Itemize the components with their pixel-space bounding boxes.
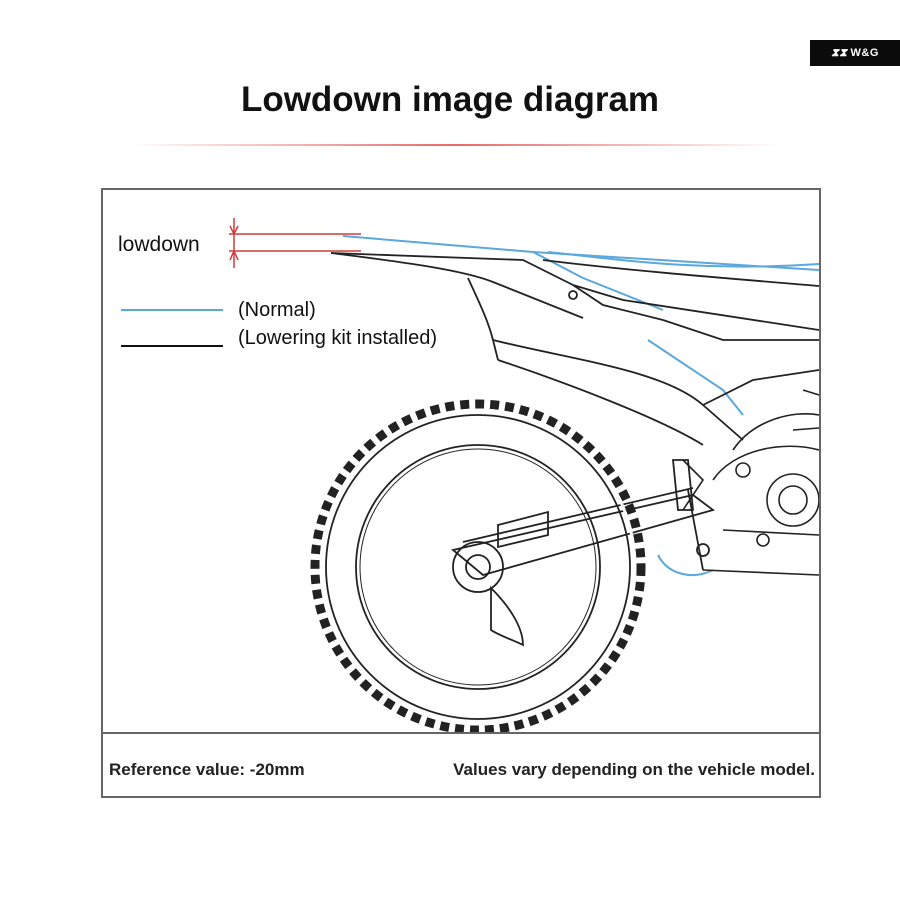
- legend-lowered-swatch: [121, 345, 223, 347]
- swingarm: [451, 459, 715, 576]
- legend-normal-label: (Normal): [238, 299, 316, 321]
- brand-logo-text: W&G: [850, 47, 879, 59]
- footer-divider: [103, 732, 819, 734]
- brand-logo-mark: ⧗⧗: [831, 47, 848, 59]
- model-note: Values vary depending on the vehicle mod…: [453, 760, 815, 779]
- motorcycle-drawing: [229, 218, 819, 732]
- rear-tire: [310, 399, 646, 732]
- page-title: Lowdown image diagram: [240, 80, 660, 119]
- reference-value: Reference value: -20mm: [109, 760, 305, 779]
- engine-detail: [682, 389, 819, 576]
- lowdown-label: lowdown: [118, 233, 200, 256]
- legend-normal-swatch: [121, 309, 223, 311]
- lowdown-marker: [229, 218, 361, 268]
- diagram-frame: lowdown (Normal) (Lowering kit installed…: [101, 188, 821, 798]
- lowered-outline: [330, 252, 819, 446]
- brand-logo: ⧗⧗W&G: [810, 40, 900, 66]
- title-divider: [130, 144, 780, 146]
- legend-lowered-label: (Lowering kit installed): [238, 327, 437, 349]
